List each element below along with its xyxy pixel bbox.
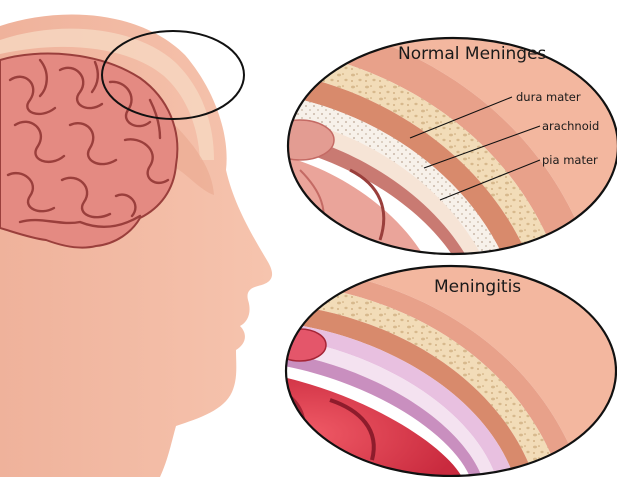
meningitis-title: Meningitis bbox=[434, 277, 521, 297]
normal-meninges-panel: Normal Meninges dura mater arachnoid pia… bbox=[240, 0, 617, 290]
meningitis-panel: Meningitis bbox=[240, 250, 617, 477]
normal-meninges-title: Normal Meninges bbox=[398, 44, 547, 64]
arachnoid-label: arachnoid bbox=[542, 119, 599, 133]
pia-mater-label: pia mater bbox=[542, 153, 598, 167]
dura-mater-label: dura mater bbox=[516, 90, 581, 104]
